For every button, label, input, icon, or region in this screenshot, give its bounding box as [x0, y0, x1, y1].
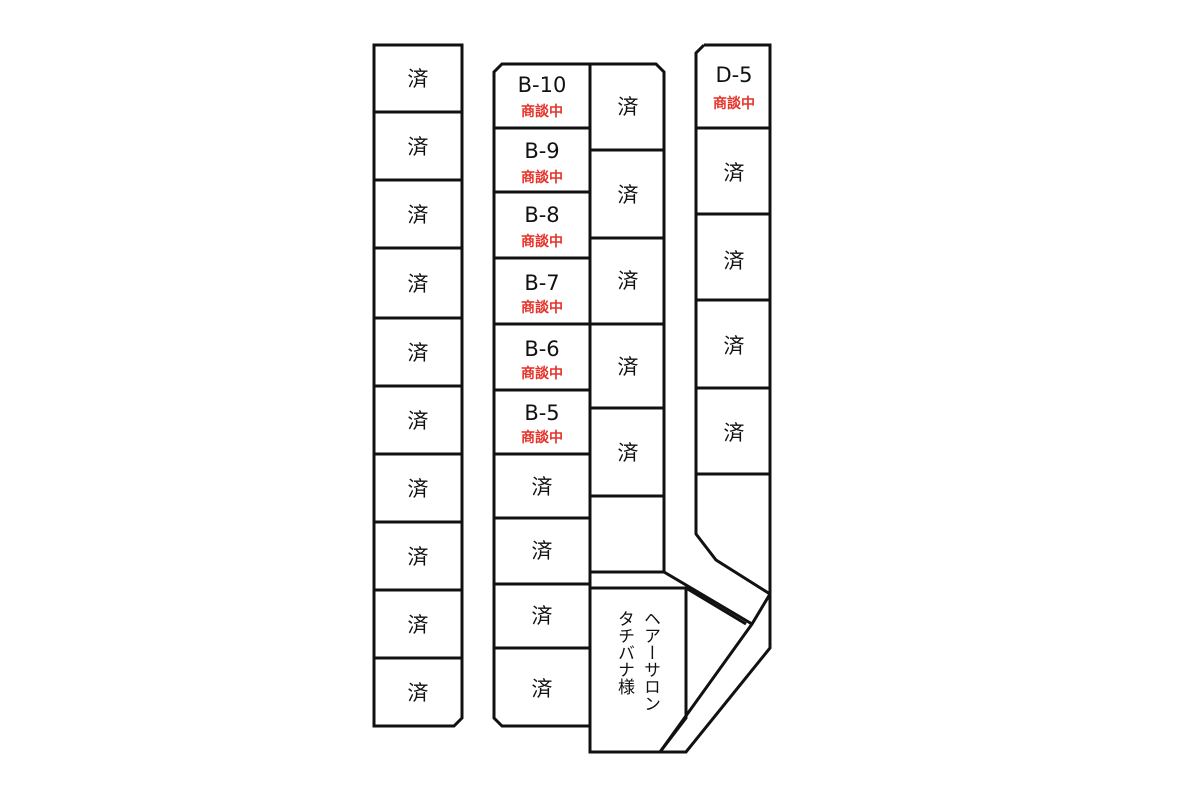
lot-b6-id: B-6: [524, 337, 559, 361]
lot-b5[interactable]: B-5 商談中: [521, 401, 563, 446]
lot-b5-id: B-5: [524, 401, 559, 425]
lot-d5[interactable]: D-5 商談中: [713, 63, 755, 112]
lot-d5-status: 商談中: [713, 95, 755, 112]
lot-b7-id: B-7: [524, 271, 559, 295]
lot-b5-status: 商談中: [521, 429, 563, 446]
lot-a9-status[interactable]: 済: [408, 613, 429, 637]
lot-d5-id: D-5: [715, 63, 752, 87]
column-c-dividers: [590, 148, 664, 498]
lot-b8[interactable]: B-8 商談中: [521, 203, 563, 250]
lot-b10-id: B-10: [518, 73, 567, 97]
lot-b2-status[interactable]: 済: [532, 604, 553, 628]
lot-b6-status: 商談中: [521, 365, 563, 382]
lot-a10-status[interactable]: 済: [408, 681, 429, 705]
lot-b10-status: 商談中: [521, 103, 563, 120]
lot-b7-status: 商談中: [521, 299, 563, 316]
lot-b9-id: B-9: [524, 139, 559, 163]
lot-a4-status[interactable]: 済: [408, 272, 429, 296]
lot-b9-status: 商談中: [521, 169, 563, 186]
lot-c1-status[interactable]: 済: [618, 95, 639, 119]
lot-a3-status[interactable]: 済: [408, 203, 429, 227]
salon-lot-outline: [588, 588, 688, 754]
column-a: 済 済 済 済 済 済 済 済 済 済: [372, 43, 464, 728]
column-b-dividers: [494, 126, 590, 650]
lot-a7-status[interactable]: 済: [408, 477, 429, 501]
lot-b9[interactable]: B-9 商談中: [521, 139, 563, 186]
lot-d2-status[interactable]: 済: [724, 334, 745, 358]
lot-b6[interactable]: B-6 商談中: [521, 337, 563, 382]
column-d: D-5 商談中 済 済 済 済: [657, 43, 772, 754]
lot-b8-id: B-8: [524, 203, 559, 227]
lot-a5-status[interactable]: 済: [408, 341, 429, 365]
lot-c4-status[interactable]: 済: [618, 355, 639, 379]
lot-b10[interactable]: B-10 商談中: [518, 73, 567, 120]
lot-c5-status[interactable]: 済: [618, 441, 639, 465]
salon-name-line2: タチバナ様: [614, 610, 635, 695]
column-a-outline: [372, 43, 464, 728]
salon-lot[interactable]: ヘアーサロン タチバナ様: [588, 588, 688, 754]
road-strip-outline: [590, 570, 753, 626]
lot-d3-status[interactable]: 済: [724, 249, 745, 273]
lot-c3-status[interactable]: 済: [618, 269, 639, 293]
lot-d1-status[interactable]: 済: [724, 421, 745, 445]
column-d-dividers: [696, 126, 770, 476]
lot-a6-status[interactable]: 済: [408, 409, 429, 433]
lot-c2-status[interactable]: 済: [618, 183, 639, 207]
lot-b3-status[interactable]: 済: [532, 539, 553, 563]
column-a-dividers: [374, 110, 462, 660]
column-b: B-10 商談中 B-9 商談中 B-8 商談中 B-7 商談中 B-6 商談中…: [492, 62, 592, 728]
lot-a8-status[interactable]: 済: [408, 545, 429, 569]
lot-a1-status[interactable]: 済: [408, 67, 429, 91]
lot-b8-status: 商談中: [521, 233, 563, 250]
column-d-left-edge: [694, 43, 771, 596]
lot-d4-status[interactable]: 済: [724, 161, 745, 185]
lot-b4-status[interactable]: 済: [532, 475, 553, 499]
lot-b1-status[interactable]: 済: [532, 677, 553, 701]
column-c: 済 済 済 済 済: [590, 62, 666, 574]
lot-a2-status[interactable]: 済: [408, 135, 429, 159]
lot-b7[interactable]: B-7 商談中: [521, 271, 563, 316]
salon-name-line1: ヘアーサロン: [640, 610, 660, 712]
column-d-outline: [657, 43, 772, 754]
